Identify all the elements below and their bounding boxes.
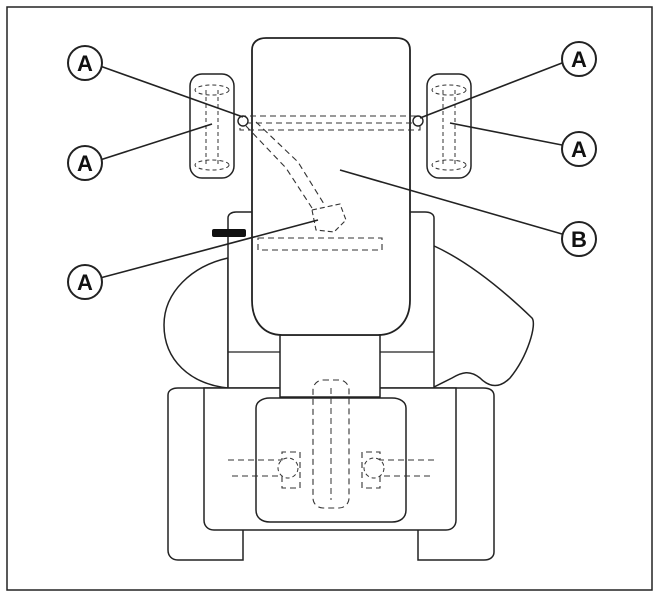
front-wheel-left bbox=[189, 73, 235, 179]
grease-fitting-left-front bbox=[237, 115, 249, 127]
callout-a-top-right-label: A bbox=[571, 47, 587, 72]
lower-link-dashed bbox=[257, 237, 383, 251]
callout-a-top-right: A bbox=[561, 41, 597, 77]
front-wheel-right-hub-top bbox=[431, 84, 467, 96]
rear-axle-dashed-right bbox=[361, 451, 434, 489]
steering-column bbox=[279, 334, 381, 398]
hood bbox=[251, 37, 411, 336]
callout-a-mid-left: A bbox=[67, 145, 103, 181]
rear-hub-right-dashed bbox=[363, 457, 385, 479]
leader-a-top-right bbox=[419, 62, 563, 119]
discharge-chute bbox=[431, 243, 535, 390]
leader-a-top-left bbox=[99, 65, 244, 118]
callout-b-right-label: B bbox=[571, 227, 587, 252]
callout-a-lower-left-label: A bbox=[77, 270, 93, 295]
control-lever bbox=[212, 229, 246, 237]
callout-a-mid-right-label: A bbox=[571, 137, 587, 162]
callout-a-mid-right: A bbox=[561, 131, 597, 167]
front-wheel-left-hub-top bbox=[194, 84, 230, 96]
front-axle-dashed bbox=[239, 115, 421, 131]
steering-link-dashed-2 bbox=[255, 121, 325, 205]
front-wheel-right-hub-bottom bbox=[431, 159, 467, 171]
callout-a-mid-left-label: A bbox=[77, 151, 93, 176]
leader-b-right bbox=[339, 169, 563, 235]
steering-gear-dashed bbox=[311, 203, 347, 233]
leader-a-mid-left bbox=[99, 123, 213, 161]
leader-a-mid-right bbox=[449, 122, 563, 146]
front-wheel-right bbox=[426, 73, 472, 179]
leader-a-lower-left bbox=[99, 219, 319, 279]
front-wheel-left-hub-bottom bbox=[194, 159, 230, 171]
callout-a-top-left-label: A bbox=[77, 51, 93, 76]
callout-a-lower-left: A bbox=[67, 264, 103, 300]
rear-hub-left-dashed bbox=[277, 457, 299, 479]
callout-a-top-left: A bbox=[67, 45, 103, 81]
rear-axle-dashed bbox=[228, 451, 301, 489]
driveshaft-dashed bbox=[312, 379, 350, 509]
left-fender bbox=[163, 257, 229, 389]
callout-b-right: B bbox=[561, 221, 597, 257]
